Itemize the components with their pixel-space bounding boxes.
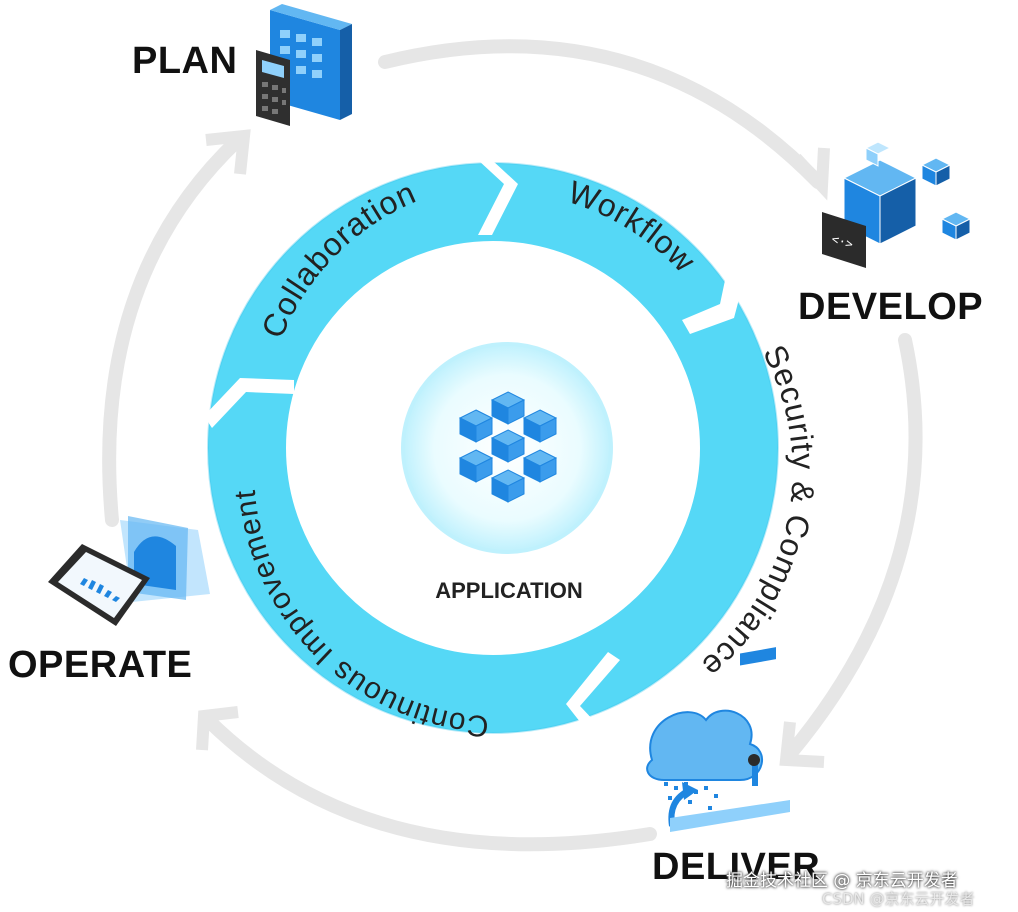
application-core	[401, 342, 613, 554]
operate-dashboard-icon	[48, 516, 210, 626]
practice-ring	[204, 160, 779, 750]
ring-chevron-top	[478, 160, 518, 235]
arrowhead-plan	[205, 129, 251, 175]
develop-code-icon: <·>	[822, 141, 972, 268]
arrowhead-develop	[791, 147, 830, 201]
stage-label-deliver: DELIVER	[652, 846, 821, 888]
robot-arm-icon	[740, 647, 776, 786]
arrow-operate-to-plan	[102, 133, 245, 527]
ring-chevron-right	[682, 266, 744, 334]
stage-label-plan: PLAN	[132, 40, 238, 82]
arrow-deliver-to-operate	[201, 713, 657, 852]
stage-label-develop: DEVELOP	[798, 286, 984, 328]
outer-cycle-arrows	[102, 39, 923, 852]
deliver-cloud-icon	[646, 647, 790, 832]
code-window-icon	[822, 212, 866, 268]
watermark-csdn: CSDN @京东云开发者	[822, 890, 975, 908]
ring-chevron-bottom	[566, 652, 620, 750]
arrow-develop-to-deliver	[783, 333, 923, 761]
plan-calendar-icon	[256, 4, 352, 126]
arrowhead-operate	[196, 706, 239, 751]
arrowhead-deliver	[779, 721, 825, 768]
application-cube-icon	[458, 391, 558, 503]
arrow-plan-to-develop	[378, 39, 825, 189]
application-label: APPLICATION	[435, 578, 583, 603]
stage-label-operate: OPERATE	[8, 644, 193, 686]
watermark-juejin: 掘金技术社区 @ 京东云开发者	[726, 871, 958, 891]
ring-chevron-left	[204, 378, 294, 428]
svg-text:<·>: <·>	[830, 232, 855, 252]
